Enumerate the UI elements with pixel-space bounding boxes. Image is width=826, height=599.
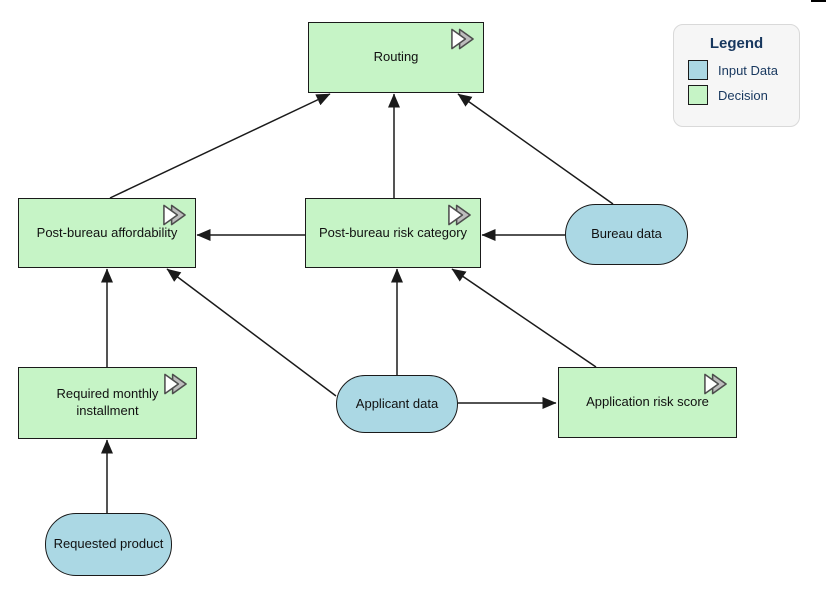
legend-title: Legend [709,35,764,52]
decision-icon [164,373,187,395]
node-label: Post-bureau affordability [36,224,178,240]
legend-item-decision: Decision [688,85,799,105]
node-label: Applicant data [355,395,439,411]
decision-icon [704,373,727,395]
node-label: Required monthly installment [56,386,159,418]
node-post-bureau-affordability[interactable]: Post-bureau affordability [18,198,196,268]
decision-swatch [688,85,708,105]
window-edge-artifact [811,0,826,2]
node-label: Bureau data [591,226,662,242]
node-bureau-data[interactable]: Bureau data [565,204,688,265]
input-data-swatch [688,60,708,80]
node-applicant-data[interactable]: Applicant data [336,375,458,433]
legend-item-input-data: Input Data [688,60,799,80]
edge-risk-score-to-risk-category [451,268,597,368]
edge-affordability-to-routing [109,93,331,199]
node-post-bureau-risk-category[interactable]: Post-bureau risk category [305,198,481,268]
decision-icon [163,204,186,226]
node-requested-product[interactable]: Requested product [45,513,172,576]
node-label: Application risk score [586,394,709,410]
legend-item-label: Decision [718,87,768,103]
node-label: Requested product [53,536,164,552]
node-label: Routing [373,49,419,65]
node-application-risk-score[interactable]: Application risk score [558,367,737,438]
node-routing[interactable]: Routing [308,22,484,93]
decision-icon [451,28,474,50]
node-label: Post-bureau risk category [318,224,468,240]
legend-item-label: Input Data [718,62,778,78]
node-required-monthly-installment[interactable]: Required monthly installment [18,367,197,439]
legend-panel: Legend Input Data Decision [673,24,800,127]
edge-bureau-data-to-routing [457,93,614,205]
decision-icon [448,204,471,226]
